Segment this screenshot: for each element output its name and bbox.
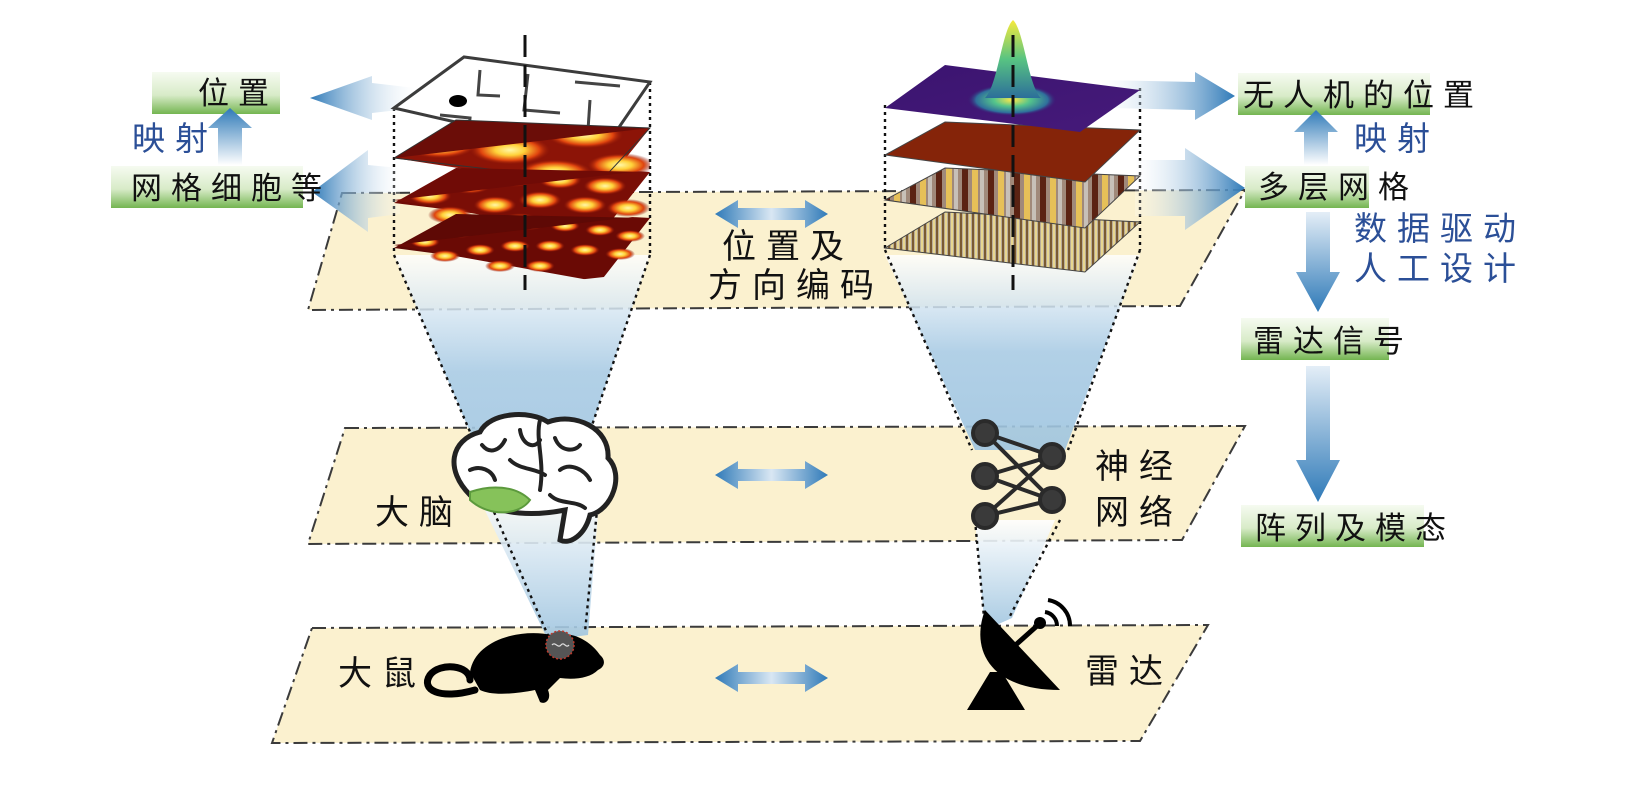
left-big-arrow-top	[310, 76, 415, 120]
grid-cell-heatmap-icon-3	[394, 214, 650, 282]
left-big-arrow-bottom	[312, 150, 400, 232]
grid-cell-heatmap-icon-2	[394, 168, 650, 235]
box-position-text: 位置	[198, 76, 278, 112]
rat-icon	[424, 630, 604, 703]
data-driven-label: 数据驱动	[1354, 209, 1526, 248]
right-lower-cone	[975, 520, 1055, 630]
brain-icon	[451, 412, 619, 544]
box-drone-position-text: 无人机的位置	[1243, 78, 1483, 114]
right-big-arrow-bottom	[1135, 148, 1245, 230]
box-radar-signal-text: 雷达信号	[1253, 324, 1413, 360]
box-multilayer-grid	[1245, 166, 1369, 208]
up-arrow-right	[1294, 110, 1338, 165]
encoding-label-line2: 方向编码	[708, 266, 884, 306]
left-chain: 位置 映射 网格细胞等	[111, 72, 331, 208]
right-chain: 无人机的位置 映射 多层网格 数据驱动 人工设计 雷达信号 阵列及模态	[1238, 73, 1526, 547]
mapping-label-left: 映射	[132, 119, 218, 158]
down-arrow-2	[1296, 366, 1340, 502]
box-multilayer-grid-text: 多层网格	[1258, 170, 1418, 206]
neural-label-line1: 神经	[1095, 447, 1183, 487]
box-array-modes-text: 阵列及模态	[1255, 511, 1455, 547]
neural-network-icon	[971, 419, 1066, 530]
radar-label: 雷达	[1085, 652, 1173, 692]
encoding-label-line1: 位置及	[722, 227, 854, 267]
up-arrow-left	[208, 108, 252, 165]
brain-label: 大脑	[375, 493, 463, 533]
right-upper-cone	[885, 255, 1140, 450]
radar-dish-icon	[967, 598, 1073, 710]
double-arrow-middle	[715, 461, 828, 489]
mapping-label-right: 映射	[1354, 119, 1440, 158]
manual-design-label: 人工设计	[1354, 249, 1526, 288]
box-grid-cells-text: 网格细胞等	[131, 171, 331, 207]
down-arrow-1	[1296, 212, 1340, 312]
box-array-modes	[1241, 505, 1424, 547]
double-arrow-top	[715, 200, 828, 228]
neural-label-line2: 网络	[1095, 493, 1183, 533]
box-radar-signal	[1241, 318, 1389, 360]
right-big-arrow-top	[1100, 72, 1235, 120]
box-position	[152, 72, 280, 114]
box-drone-position	[1238, 73, 1430, 115]
box-grid-cells	[111, 166, 303, 208]
double-arrow-bottom	[715, 664, 828, 692]
rat-label: 大鼠	[338, 654, 426, 694]
